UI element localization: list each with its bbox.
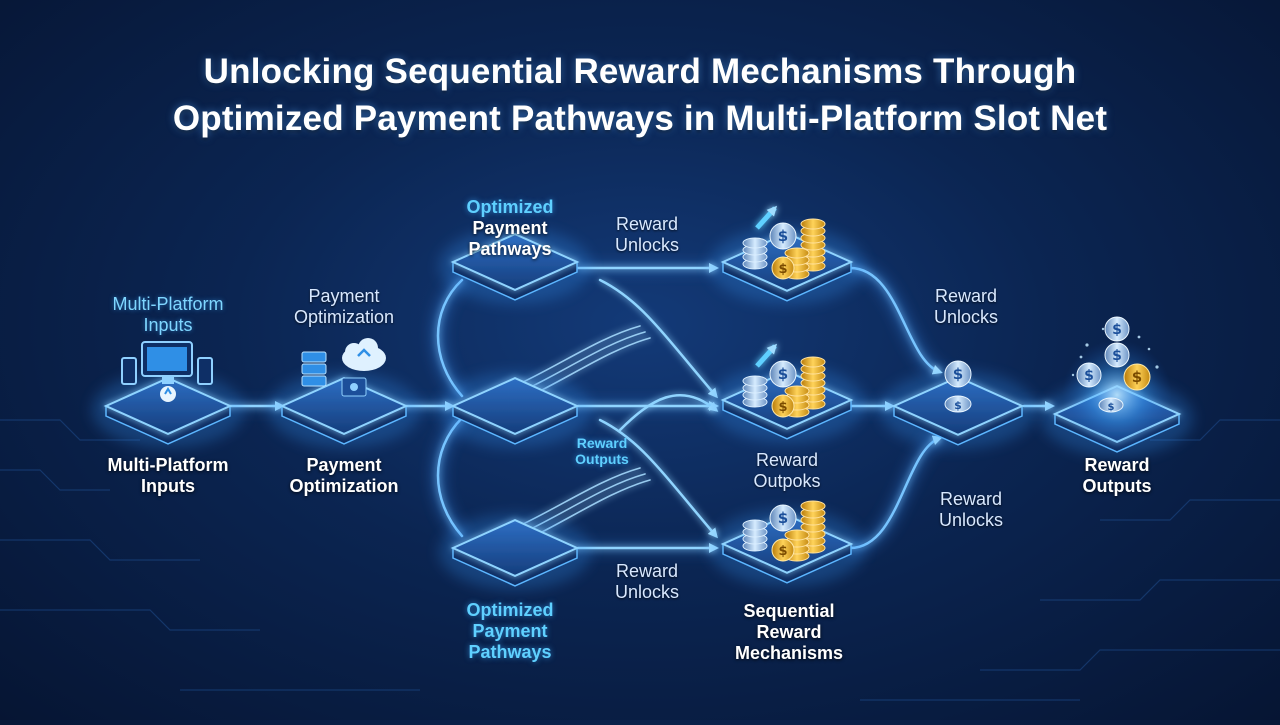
svg-text:$: $ — [1112, 322, 1122, 338]
edge-label-bottom-unlocks-line-1: Reward — [615, 561, 679, 581]
edge-label-bottom-unlocks: Reward Unlocks — [615, 561, 679, 603]
pipe-right-upper — [848, 266, 943, 375]
edge-label-mid-outpoks: Reward Outpoks — [753, 450, 820, 492]
server-cloud-icon — [301, 338, 386, 397]
coin-stacks: $$$$$$ — [742, 205, 826, 562]
svg-text:$: $ — [778, 509, 788, 527]
svg-text:$: $ — [778, 227, 788, 245]
edge-label-mid-outpoks-line-2: Outpoks — [753, 471, 821, 491]
devices-icon — [121, 341, 213, 402]
platform-inputs — [92, 372, 244, 448]
circuit-background — [0, 419, 1280, 701]
edge-label-right-bottom-unlocks: Reward Unlocks — [939, 489, 1003, 531]
mechanisms-line-2: Reward — [756, 622, 822, 642]
svg-text:$: $ — [1132, 368, 1142, 386]
svg-text:$: $ — [1112, 348, 1122, 364]
payment-label: Payment Optimization — [290, 455, 399, 497]
pathways-bottom-label: Optimized Payment Pathways — [466, 600, 553, 663]
inputs-label: Multi-Platform Inputs — [108, 455, 229, 497]
inputs-top-line-2: Inputs — [143, 315, 193, 335]
svg-text:$: $ — [954, 399, 962, 412]
edge-label-right-bottom-unlocks-line-1: Reward — [939, 489, 1003, 509]
edge-label-top-unlocks: Reward Unlocks — [615, 214, 679, 256]
reward-outputs-line-2: Outputs — [1082, 476, 1152, 496]
platform-pathways-top — [439, 228, 591, 304]
edge-label-mid-outputs-line-1: Reward — [576, 435, 628, 451]
mechanisms-line-1: Sequential — [743, 601, 835, 621]
edge-label-right-top-unlocks-line-1: Reward — [934, 286, 998, 306]
pathways-top-line-2: Payment — [472, 218, 548, 238]
svg-text:$: $ — [953, 365, 963, 383]
payment-top-line-2: Optimization — [293, 307, 395, 327]
payment-top-line-1: Payment — [308, 286, 380, 306]
coin-stack-icon: $$ — [742, 500, 826, 562]
edge-label-right-top-unlocks: Reward Unlocks — [934, 286, 998, 328]
inputs-line-2: Inputs — [141, 476, 195, 496]
edge-label-bottom-unlocks-line-2: Unlocks — [614, 582, 680, 602]
mechanisms-line-3: Mechanisms — [734, 643, 844, 663]
coin-merge-icon: $ $ — [944, 360, 972, 413]
svg-text:$: $ — [778, 544, 787, 559]
pathways-top-line-1: Optimized — [466, 197, 554, 217]
inputs-line-1: Multi-Platform — [107, 455, 229, 475]
platform-pathways-mid — [439, 372, 591, 448]
diagram-title-line-1: Unlocking Sequential Reward Mechanisms T… — [203, 52, 1077, 91]
edge-label-mid-outpoks-line-1: Reward — [755, 450, 819, 470]
edge-label-right-bottom-unlocks-line-2: Unlocks — [938, 510, 1004, 530]
mechanisms-label: Sequential Reward Mechanisms — [735, 601, 843, 664]
pipe-left-upper — [436, 278, 464, 398]
pathways-bottom-line-1: Optimized — [466, 600, 554, 620]
svg-text:$: $ — [778, 262, 787, 277]
edge-label-mid-outputs-line-2: Outputs — [575, 451, 629, 467]
svg-text:$: $ — [1108, 402, 1115, 413]
inputs-top-label: Multi-Platform Inputs — [112, 294, 223, 336]
pathways-bottom-line-2: Payment — [472, 621, 548, 641]
svg-text:$: $ — [778, 365, 788, 383]
edge-label-top-unlocks-line-1: Reward — [615, 214, 679, 234]
platform-pathways-bottom — [439, 514, 591, 590]
payment-line-2: Optimization — [289, 476, 399, 496]
payment-line-1: Payment — [306, 455, 382, 475]
svg-text:$: $ — [778, 400, 787, 415]
coin-burst-icon: $ $ $ $ $ — [1062, 316, 1172, 450]
pathways-top-line-3: Pathways — [468, 239, 552, 259]
coin-stack-icon: $$ — [742, 205, 826, 280]
reward-outputs-label: Reward Outputs — [1083, 455, 1152, 497]
coin-stack-icon: $$ — [742, 343, 826, 418]
inputs-top-line-1: Multi-Platform — [112, 294, 224, 314]
pathways-top-label: Optimized Payment Pathways — [466, 197, 553, 260]
reward-outputs-line-1: Reward — [1084, 455, 1150, 475]
edge-label-top-unlocks-line-2: Unlocks — [614, 235, 680, 255]
edge-label-mid-outputs: Reward Outputs — [575, 435, 629, 467]
platform-payment — [268, 372, 420, 448]
payment-top-label: Payment Optimization — [294, 286, 394, 328]
svg-text:$: $ — [1084, 368, 1094, 384]
diagram-title-line-2: Optimized Payment Pathways in Multi-Plat… — [172, 99, 1108, 138]
pathways-bottom-line-3: Pathways — [468, 642, 552, 662]
edge-label-right-top-unlocks-line-2: Unlocks — [933, 307, 999, 327]
